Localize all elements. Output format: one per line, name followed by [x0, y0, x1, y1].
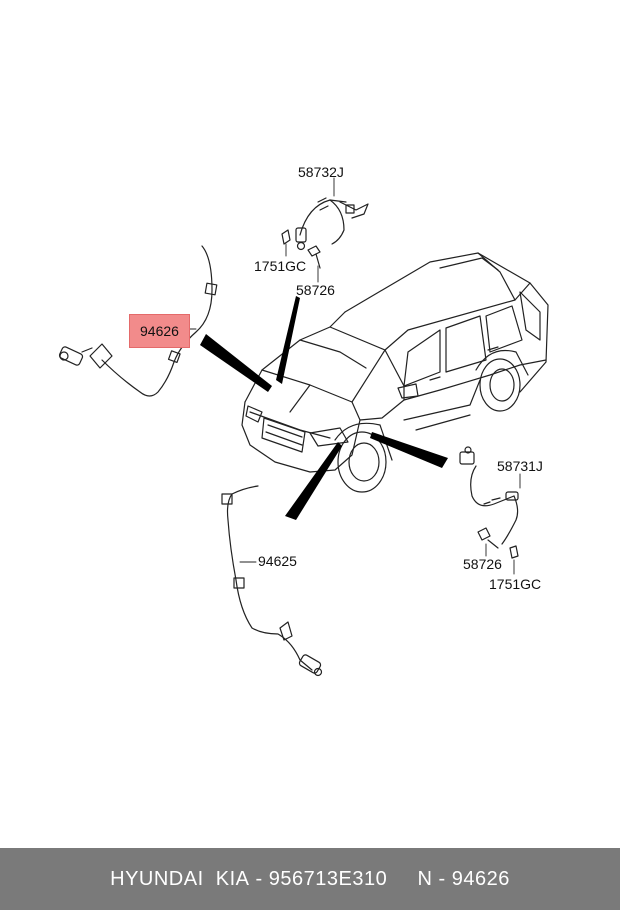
label-1751GC-front: 1751GC — [254, 258, 307, 274]
label-58726-front: 58726 — [296, 282, 335, 298]
hose-58732J-drawing — [281, 197, 369, 269]
vehicle-suv — [241, 252, 549, 493]
label-94626-highlighted[interactable]: 94626 — [129, 314, 190, 348]
hose-58731J-drawing — [459, 446, 519, 559]
footer-bar: HYUNDAI KIA - 956713E310 N - 94626 — [0, 848, 620, 910]
parts-diagram — [58, 177, 549, 677]
footer-part-number: 956713E310 — [268, 867, 388, 890]
sensor-94625-drawing — [221, 485, 323, 677]
label-1751GC-rear: 1751GC — [489, 576, 542, 592]
footer-n-label: N — [417, 867, 433, 890]
label-58726-rear: 58726 — [463, 556, 502, 572]
footer-separator: - — [249, 867, 269, 890]
footer-gap — [387, 868, 417, 891]
label-58731J: 58731J — [497, 458, 543, 474]
footer-n-value: 94626 — [451, 867, 510, 890]
label-58732J: 58732J — [298, 164, 344, 180]
callout-wedges — [200, 296, 448, 520]
footer-separator: - — [432, 867, 452, 890]
sensor-94626-drawing — [58, 245, 218, 397]
leader-lines — [179, 177, 521, 575]
label-94625: 94625 — [258, 553, 297, 569]
footer-brand: HYUNDAI KIA — [110, 867, 250, 890]
